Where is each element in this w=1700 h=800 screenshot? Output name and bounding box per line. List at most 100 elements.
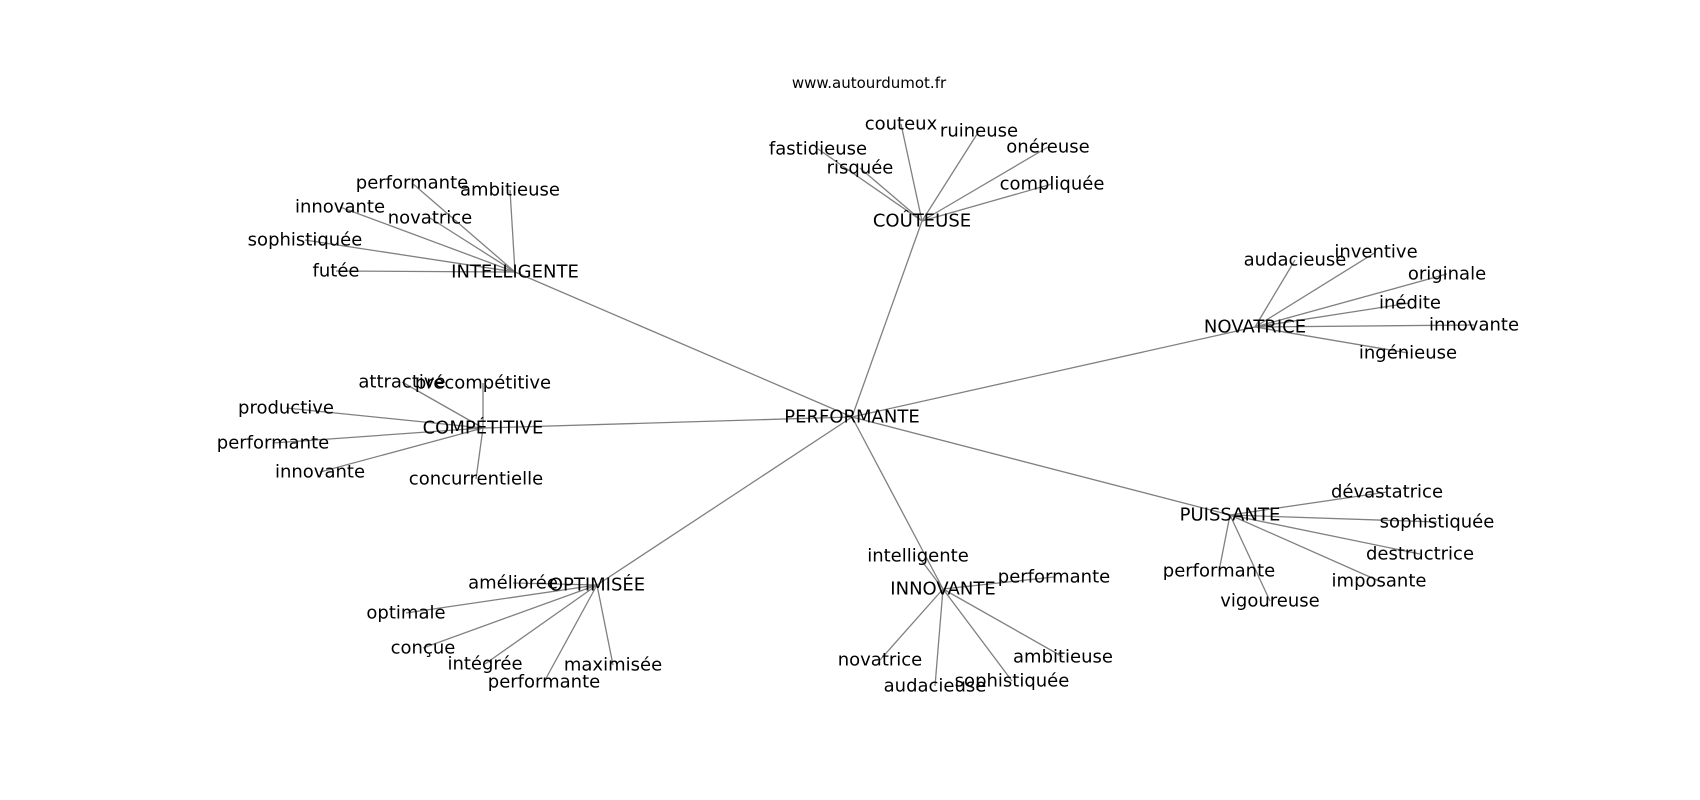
leaf-node-label: vigoureuse [1220, 591, 1319, 612]
leaf-node-label: audacieuse [1244, 250, 1347, 271]
group-node-label: NOVATRICE [1204, 317, 1306, 338]
leaf-node-label: productive [238, 398, 334, 419]
edge-group-6-leaf-2 [942, 588, 1064, 658]
edge-group-1-leaf-0 [900, 123, 923, 222]
edge-group-3-leaf-0 [401, 381, 484, 429]
edge-group-6-leaf-5 [934, 588, 944, 687]
leaf-node-label: inventive [1334, 242, 1417, 263]
leaf-node-label: précompétitive [415, 373, 551, 394]
leaf-node-label: ambitieuse [1013, 647, 1113, 668]
leaf-node-label: imposante [1332, 571, 1427, 592]
leaf-node-label: risquée [827, 158, 894, 179]
leaf-node-label: sophistiquée [1380, 512, 1495, 533]
edge-group-1-leaf-5 [921, 183, 1053, 222]
edge-group-3-leaf-2 [285, 407, 484, 429]
edges [272, 123, 1475, 687]
edge-center-group-4 [851, 416, 1231, 516]
leaf-node-label: concurrentielle [409, 469, 543, 490]
edge-group-3-leaf-3 [272, 427, 484, 444]
edge-group-2-leaf-1 [1254, 259, 1296, 328]
leaf-node-label: futée [313, 261, 360, 282]
leaf-node-label: performante [998, 567, 1110, 588]
edge-group-4-leaf-3 [1218, 514, 1231, 572]
edge-group-0-leaf-0 [411, 182, 516, 273]
leaf-node-label: novatrice [838, 650, 923, 671]
node-labels: PERFORMANTEINTELLIGENTEperformanteambiti… [217, 114, 1519, 697]
leaf-node-label: audacieuse [884, 676, 987, 697]
edge-group-2-leaf-3 [1254, 302, 1411, 328]
leaf-node-label: innovante [275, 462, 365, 483]
edge-group-4-leaf-2 [1229, 514, 1421, 555]
leaf-node-label: intelligente [867, 546, 969, 567]
edge-group-2-leaf-2 [1254, 273, 1448, 328]
group-node-label: INNOVANTE [890, 579, 995, 600]
edge-group-2-leaf-5 [1254, 326, 1409, 354]
leaf-node-label: ingénieuse [1359, 343, 1457, 364]
group-node-label: INTELLIGENTE [451, 262, 579, 283]
leaf-node-label: innovante [295, 197, 385, 218]
leaf-node-label: performante [1163, 561, 1275, 582]
edge-group-2-leaf-0 [1254, 251, 1377, 328]
edge-group-5-leaf-0 [512, 582, 598, 586]
edge-group-4-leaf-0 [1229, 491, 1388, 516]
edge-group-6-leaf-3 [879, 588, 944, 661]
leaf-node-label: performante [217, 433, 329, 454]
leaf-node-label: couteux [865, 114, 938, 135]
edge-center-group-5 [596, 416, 853, 586]
group-node-label: PUISSANTE [1180, 505, 1281, 526]
leaf-node-label: originale [1408, 264, 1486, 285]
leaf-node-label: ambitieuse [460, 180, 560, 201]
leaf-node-label: conçue [391, 638, 456, 659]
edge-center-group-0 [514, 271, 853, 418]
edge-group-6-leaf-0 [917, 555, 944, 590]
edge-group-0-leaf-4 [304, 239, 516, 273]
leaf-node-label: novatrice [388, 208, 473, 229]
edge-group-5-leaf-5 [543, 584, 598, 683]
leaf-node-label: intégrée [447, 654, 522, 675]
edge-group-5-leaf-3 [484, 584, 598, 665]
edge-group-0-leaf-3 [429, 217, 516, 273]
edge-group-0-leaf-5 [335, 270, 516, 273]
edge-center-group-2 [851, 326, 1256, 418]
edge-group-3-leaf-5 [475, 427, 484, 480]
group-node-label: COÛTEUSE [873, 210, 971, 232]
edge-group-4-leaf-5 [1229, 514, 1271, 602]
edge-group-1-leaf-1 [921, 130, 980, 222]
edge-group-0-leaf-1 [509, 189, 516, 273]
leaf-node-label: onéreuse [1006, 137, 1089, 158]
leaf-node-label: optimale [366, 603, 445, 624]
leaf-node-label: améliorée [468, 573, 558, 594]
edge-center-group-3 [482, 416, 853, 429]
leaf-node-label: destructrice [1366, 544, 1474, 565]
edge-group-3-leaf-4 [319, 427, 484, 473]
edge-group-5-leaf-4 [596, 584, 614, 666]
leaf-node-label: fastidieuse [769, 139, 867, 160]
group-node-label: OPTIMISÉE [549, 574, 645, 596]
edge-center-group-1 [851, 220, 923, 418]
center-node-label: PERFORMANTE [784, 407, 919, 428]
edge-group-4-leaf-1 [1229, 514, 1438, 523]
edge-group-1-leaf-4 [859, 167, 923, 222]
edge-group-6-leaf-1 [942, 576, 1055, 590]
edge-group-1-leaf-2 [817, 148, 923, 222]
leaf-node-label: attractive [358, 372, 445, 393]
source-label: www.autourdumot.fr [792, 74, 947, 92]
leaf-node-label: ruineuse [940, 121, 1018, 142]
edge-center-group-6 [851, 416, 944, 590]
edge-group-4-leaf-4 [1229, 514, 1380, 582]
leaf-node-label: inédite [1379, 293, 1441, 314]
leaf-node-label: maximisée [564, 655, 662, 676]
leaf-node-label: dévastatrice [1331, 482, 1443, 503]
edge-group-5-leaf-1 [405, 584, 598, 614]
edge-group-0-leaf-2 [339, 206, 516, 273]
group-node-label: COMPÉTITIVE [423, 417, 544, 439]
leaf-node-label: sophistiquée [955, 671, 1070, 692]
edge-group-1-leaf-3 [921, 146, 1049, 222]
leaf-node-label: compliquée [1000, 174, 1105, 195]
leaf-node-label: performante [356, 173, 468, 194]
leaf-node-label: innovante [1429, 315, 1519, 336]
edge-group-2-leaf-4 [1254, 324, 1475, 328]
edge-group-5-leaf-2 [422, 584, 598, 649]
leaf-node-label: performante [488, 672, 600, 693]
